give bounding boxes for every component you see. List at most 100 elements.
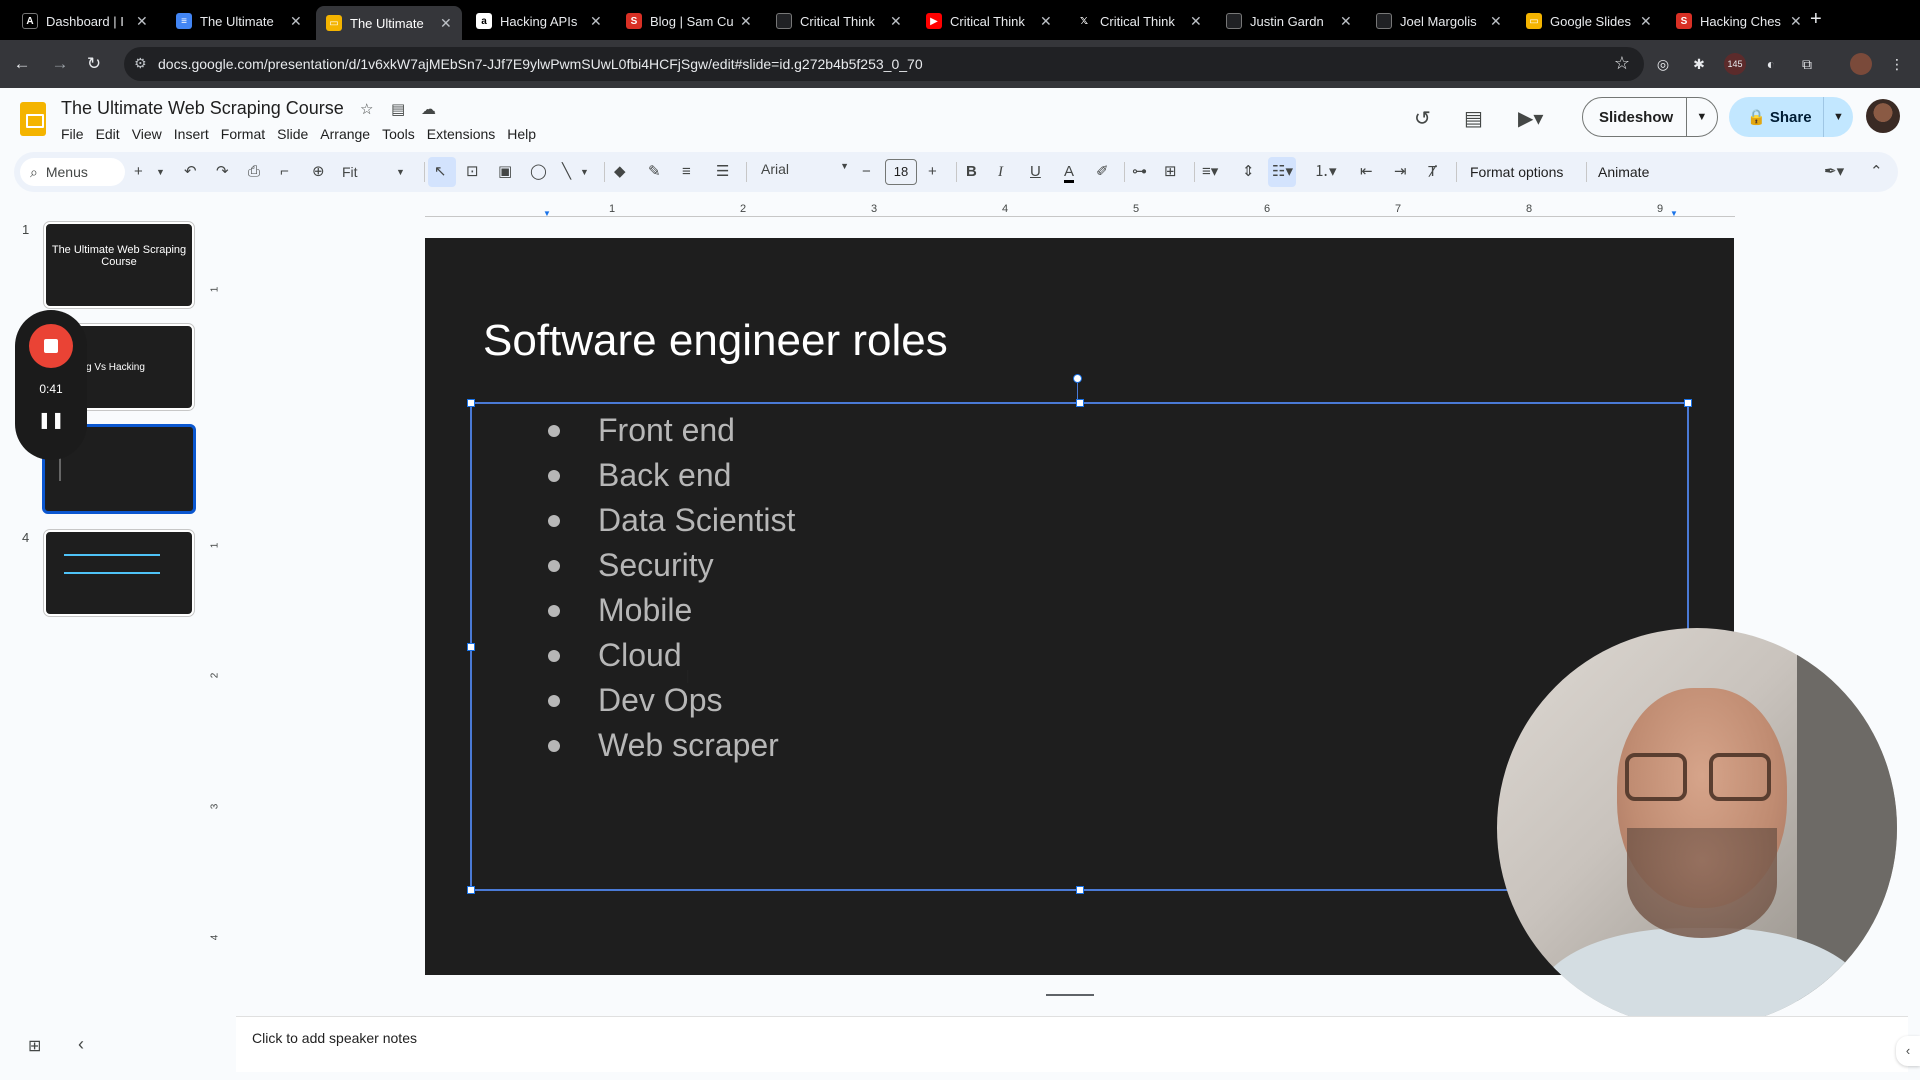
body-text-box[interactable]: Front end Back end Data Scientist Securi…: [467, 399, 1692, 894]
site-info-icon[interactable]: ⚙: [134, 55, 147, 71]
add-comment-icon[interactable]: ⊞: [1164, 163, 1177, 180]
url-text[interactable]: docs.google.com/presentation/d/1v6xkW7aj…: [158, 56, 923, 72]
resize-handle[interactable]: [467, 643, 475, 651]
extension-icon[interactable]: ✱: [1693, 56, 1705, 72]
extension-icon[interactable]: ◐: [1766, 56, 1776, 72]
new-tab-button[interactable]: +: [1810, 8, 1822, 30]
text-color-icon[interactable]: A: [1064, 161, 1075, 183]
menu-arrange[interactable]: Arrange: [320, 126, 371, 142]
menu-file[interactable]: File: [61, 126, 84, 142]
back-arrow-icon[interactable]: ←: [13, 54, 31, 73]
menu-slide[interactable]: Slide: [277, 126, 309, 142]
chevron-down-icon[interactable]: ▼: [156, 167, 165, 177]
list-item-text[interactable]: Back end: [598, 457, 732, 493]
list-item[interactable]: Cloud: [548, 637, 682, 674]
list-item-text[interactable]: Web scraper: [598, 727, 779, 763]
zoom-icon[interactable]: ⊕: [312, 163, 325, 180]
resize-handle[interactable]: [467, 886, 475, 894]
speaker-notes-placeholder[interactable]: Click to add speaker notes: [252, 1030, 417, 1046]
version-history-icon[interactable]: ↺: [1414, 108, 1431, 130]
undo-icon[interactable]: ↶: [184, 163, 197, 180]
list-item[interactable]: Mobile: [548, 592, 692, 629]
list-item[interactable]: Front end: [548, 412, 735, 449]
menu-view[interactable]: View: [131, 126, 162, 142]
highlight-color-icon[interactable]: ✐: [1096, 163, 1109, 180]
extension-icon[interactable]: ◎: [1656, 56, 1670, 72]
omnibox[interactable]: ⚙ docs.google.com/presentation/d/1v6xkW7…: [124, 47, 1644, 81]
close-icon[interactable]: ✕: [1640, 12, 1652, 29]
list-item-text[interactable]: Mobile: [598, 592, 693, 628]
line-spacing-icon[interactable]: ⇕: [1242, 163, 1255, 180]
border-weight-icon[interactable]: ≡: [682, 163, 691, 180]
browser-tab[interactable]: ▶Critical Think✕: [916, 6, 1062, 36]
grid-view-icon[interactable]: ⊞: [28, 1038, 42, 1055]
right-indent-marker-icon[interactable]: ▼: [1670, 209, 1678, 218]
profile-avatar[interactable]: [1850, 53, 1872, 75]
underline-icon[interactable]: U: [1030, 163, 1041, 180]
shape-icon[interactable]: ◯: [530, 163, 547, 180]
slideshow-button[interactable]: Slideshow ▼: [1582, 97, 1718, 137]
browser-tab[interactable]: Joel Margolis✕: [1366, 6, 1512, 36]
new-slide-icon[interactable]: +: [134, 163, 143, 180]
bookmark-star-icon[interactable]: ☆: [1613, 53, 1630, 73]
slide-thumbnail-4[interactable]: [43, 529, 195, 617]
indent-marker-icon[interactable]: ▼: [543, 209, 551, 218]
zoom-select[interactable]: Fit: [342, 164, 358, 180]
menus-search[interactable]: ⌕Menus: [20, 158, 125, 186]
speaker-notes[interactable]: Click to add speaker notes: [236, 1016, 1908, 1072]
menu-extensions[interactable]: Extensions: [426, 126, 496, 142]
close-icon[interactable]: ✕: [440, 14, 452, 31]
close-icon[interactable]: ✕: [1190, 12, 1202, 29]
text-box-icon[interactable]: ⊡: [466, 163, 479, 180]
animate-button[interactable]: Animate: [1598, 164, 1650, 180]
menu-tools[interactable]: Tools: [382, 126, 415, 142]
image-icon[interactable]: ▣: [498, 163, 513, 180]
italic-icon[interactable]: I: [998, 164, 1003, 180]
menu-edit[interactable]: Edit: [95, 126, 120, 142]
menu-format[interactable]: Format: [220, 126, 266, 142]
list-item[interactable]: Security: [548, 547, 714, 584]
close-icon[interactable]: ✕: [1040, 12, 1052, 29]
close-icon[interactable]: ✕: [890, 12, 902, 29]
slides-logo-icon[interactable]: [20, 102, 46, 136]
list-item-text[interactable]: Security: [598, 547, 714, 583]
paint-format-icon[interactable]: ⌐: [280, 163, 289, 180]
list-item-text[interactable]: Data Scientist: [598, 502, 796, 538]
browser-tab[interactable]: Justin Gardn✕: [1216, 6, 1362, 36]
rotate-handle[interactable]: [1073, 374, 1082, 383]
close-icon[interactable]: ✕: [136, 12, 148, 29]
browser-tab[interactable]: ≡The Ultimate✕: [166, 6, 312, 36]
decrease-indent-icon[interactable]: ⇤: [1360, 163, 1373, 180]
list-item[interactable]: Web scraper: [548, 727, 779, 764]
close-icon[interactable]: ✕: [290, 12, 302, 29]
bold-icon[interactable]: B: [966, 163, 977, 180]
collapse-filmstrip-icon[interactable]: ‹: [78, 1034, 84, 1054]
resize-handle[interactable]: [1684, 399, 1692, 407]
resize-handle[interactable]: [467, 399, 475, 407]
side-panel-toggle-icon[interactable]: ‹: [1896, 1036, 1920, 1066]
resize-handle[interactable]: [1076, 886, 1084, 894]
extension-badge-icon[interactable]: 145: [1724, 53, 1746, 75]
font-select[interactable]: Arial▼: [761, 161, 853, 183]
cloud-status-icon[interactable]: ☁: [421, 101, 436, 118]
reload-icon[interactable]: ↻: [86, 54, 102, 73]
slide-thumbnail-1[interactable]: The Ultimate Web Scraping Course: [43, 221, 195, 309]
close-icon[interactable]: ✕: [590, 12, 602, 29]
pause-icon[interactable]: ❚❚: [37, 412, 65, 429]
resize-handle[interactable]: [1076, 399, 1084, 407]
list-item-text[interactable]: Front end: [598, 412, 735, 448]
chevron-down-icon[interactable]: ▼: [1685, 97, 1717, 137]
collapse-toolbar-icon[interactable]: ⌃: [1870, 163, 1883, 180]
redo-icon[interactable]: ↷: [216, 163, 229, 180]
account-avatar[interactable]: [1866, 99, 1900, 133]
puzzle-icon[interactable]: ⧉: [1802, 56, 1812, 72]
stop-recording-button[interactable]: [29, 324, 73, 368]
meet-camera-icon[interactable]: ▶▾: [1518, 108, 1544, 130]
document-title[interactable]: The Ultimate Web Scraping Course: [61, 98, 344, 118]
browser-tab[interactable]: ▭Google Slides✕: [1516, 6, 1662, 36]
